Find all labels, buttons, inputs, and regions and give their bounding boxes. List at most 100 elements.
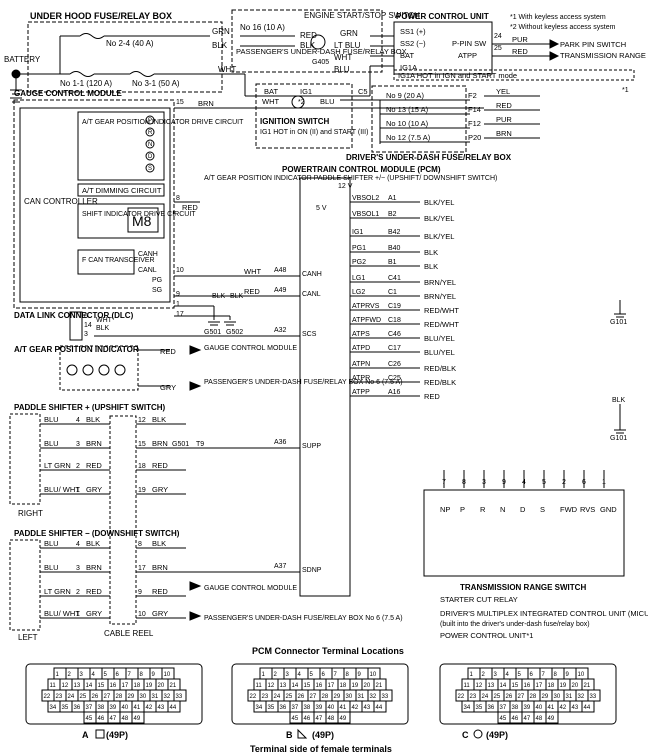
connector-pin-number: 47 [110, 716, 117, 722]
connector-pin-number: 49 [134, 716, 141, 722]
connector-pin-number: 43 [572, 705, 579, 711]
connector-pin-number: 42 [352, 705, 359, 711]
pcm-pin-id: B1 [388, 259, 397, 266]
connector-pin-number: 20 [364, 683, 371, 689]
wire-color-label: RED/WHT [424, 306, 459, 315]
connector-pin-number: 20 [158, 683, 165, 689]
connector-pin-number: 18 [340, 683, 347, 689]
paddle-wire-label: RED [152, 587, 168, 596]
svg-text:24: 24 [494, 33, 502, 40]
fuse-1-1: No 1-1 (120 A) [60, 79, 112, 88]
connector-pin-number: 3 [494, 672, 498, 678]
svg-text:A37: A37 [274, 563, 287, 570]
svg-text:IG1: IG1 [300, 87, 312, 96]
svg-text:F CAN TRANSCEIVER: F CAN TRANSCEIVER [82, 257, 155, 264]
wire-color-label: BRN/YEL [424, 278, 456, 287]
connector-pin-number: 42 [560, 705, 567, 711]
svg-text:A/T GEAR POSITION INDICATOR DR: A/T GEAR POSITION INDICATOR DRIVE CIRCUI… [82, 119, 244, 126]
svg-text:6: 6 [84, 313, 88, 320]
svg-text:G405: G405 [312, 59, 329, 66]
connector-b-pins: (49P) [312, 730, 334, 740]
svg-text:WHT: WHT [244, 267, 261, 276]
connector-pin-number: 13 [488, 683, 495, 689]
connector-pin-number: 35 [476, 705, 483, 711]
svg-text:GAUGE CONTROL MODULE: GAUGE CONTROL MODULE [204, 585, 297, 592]
paddle-wire-label: BRN [86, 563, 102, 572]
svg-text:BRN: BRN [198, 99, 214, 108]
cable-reel [109, 415, 137, 625]
fuse-16: No 16 (10 A) [240, 23, 285, 32]
shift-digit: M8 [132, 213, 152, 229]
paddle-wire-label: BLU [44, 415, 59, 424]
connector-pin-number: 11 [50, 683, 57, 689]
connector-pin-number: 34 [256, 705, 263, 711]
svg-text:12 V: 12 V [338, 183, 353, 190]
connector-pin-number: 38 [512, 705, 519, 711]
pcm-pin-id: B42 [388, 229, 401, 236]
svg-text:POWER CONTROL UNIT*1: POWER CONTROL UNIT*1 [440, 631, 533, 640]
connector-pin-number: 17 [536, 683, 543, 689]
start-switch-icon [310, 34, 326, 50]
svg-text:BLU: BLU [334, 65, 350, 74]
connector-pin-number: 32 [578, 694, 585, 700]
power-control-unit [393, 21, 493, 75]
pcm-pin-name: LG1 [352, 275, 365, 282]
connector-pin-number: 33 [590, 694, 597, 700]
svg-text:SDNP: SDNP [302, 567, 322, 574]
paddle-wire-label: BLU/ WHT [44, 609, 80, 618]
connector-pin-number: 47 [316, 716, 323, 722]
downshift-switch [9, 539, 41, 631]
paddle-pin: 12 [138, 417, 146, 424]
svg-text:BLU: BLU [320, 97, 335, 106]
connector-shell [25, 663, 203, 725]
svg-text:PARK PIN SWITCH: PARK PIN SWITCH [560, 40, 626, 49]
connector-pin-number: 44 [170, 705, 177, 711]
connector-pin-number: 30 [346, 694, 353, 700]
paddle-wire-label: BLK [86, 539, 100, 548]
svg-text:GAUGE CONTROL MODULE: GAUGE CONTROL MODULE [204, 345, 297, 352]
svg-text:A/T GEAR POSITION INDICATOR: A/T GEAR POSITION INDICATOR [14, 345, 139, 354]
pcm-pin-name: ATPS [352, 331, 370, 338]
connector-pin-number: 28 [530, 694, 537, 700]
connector-pin-number: 29 [542, 694, 549, 700]
svg-text:WHT: WHT [96, 317, 113, 324]
svg-text:SS1 (+): SS1 (+) [400, 27, 426, 36]
connector-pin-number: 23 [262, 694, 269, 700]
under-hood-fuse-title: UNDER HOOD FUSE/RELAY BOX [30, 11, 172, 21]
pcm-pin-name: LG2 [352, 289, 365, 296]
svg-text:PUR: PUR [496, 115, 512, 124]
svg-text:WHT: WHT [334, 53, 352, 62]
paddle-wire-label: BLK [86, 415, 100, 424]
wire-color-label: BLK/YEL [424, 214, 454, 223]
pcm-pin-id: C26 [388, 361, 401, 368]
pcm-pin-name: VBSOL2 [352, 195, 379, 202]
pcm-pin-id: C18 [388, 317, 401, 324]
svg-text:R: R [148, 130, 153, 136]
connector-pin-number: 12 [476, 683, 483, 689]
trs-contact: R [480, 505, 486, 514]
connector-pin-number: 16 [316, 683, 323, 689]
svg-text:A49: A49 [274, 287, 287, 294]
connector-c-label: C [462, 730, 469, 740]
paddle-wire-label: LT GRN [44, 587, 71, 596]
paddle-pin: 4 [76, 417, 80, 424]
svg-text:TRANSMISSION RANGE SWITCH: TRANSMISSION RANGE SWITCH [460, 583, 586, 592]
connector-pin-number: 46 [304, 716, 311, 722]
connector-pin-number: 16 [110, 683, 117, 689]
pcm-pin-name: VBSOL1 [352, 211, 379, 218]
connector-pin-number: 32 [164, 694, 171, 700]
paddle-wire-label: BLU [44, 539, 59, 548]
connector-pin-number: 30 [140, 694, 147, 700]
connector-pin-number: 2 [482, 672, 486, 678]
svg-text:SG: SG [152, 287, 162, 294]
connector-c-pins: (49P) [486, 730, 508, 740]
svg-text:BAT: BAT [400, 51, 414, 60]
svg-text:3: 3 [84, 331, 88, 338]
connector-pin-number: 15 [98, 683, 105, 689]
pcm-pin-id: B2 [388, 211, 397, 218]
connector-pin-number: 43 [158, 705, 165, 711]
svg-text:SUPP: SUPP [302, 443, 321, 450]
connector-pin-number: 5 [104, 672, 108, 678]
svg-text:PG: PG [152, 277, 162, 284]
